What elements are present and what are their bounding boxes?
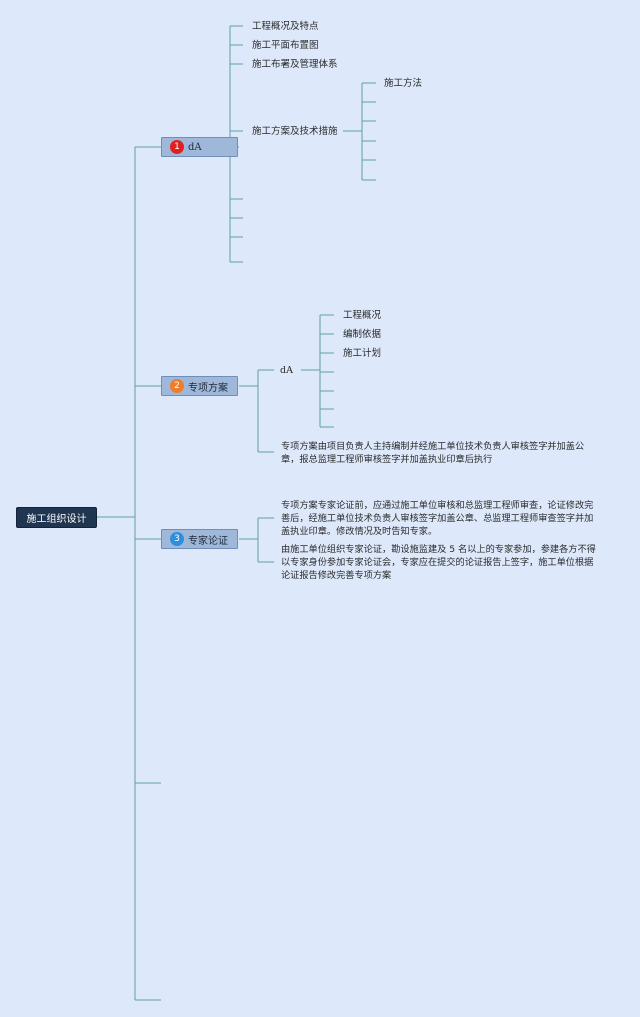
branch3-paragraph-1[interactable]: 专项方案专家论证前，应通过施工单位审核和总监理工程师审查，论证修改完善后，经施工… [281,500,594,537]
branch1-child[interactable]: 施工布署及管理体系 [252,59,338,70]
branch-label: dA [188,141,202,153]
branch2-item[interactable]: 编制依据 [343,329,382,340]
branch-node-1[interactable]: 1 dA [161,137,238,157]
number-badge-icon: 2 [170,379,184,393]
branch2-node[interactable]: dA [280,365,293,376]
branch3-paragraph-2[interactable]: 由施工单位组织专家论证，勘设施监建及 5 名以上的专家参加，参建各方不得以专家身… [281,544,596,581]
branch1-sub-child[interactable]: 施工方法 [384,78,423,89]
branch2-note[interactable]: 专项方案由项目负责人主持编制并经施工单位技术负责人审核签字并加盖公章，报总监理工… [281,441,585,465]
branch1-child[interactable]: 施工平面布置图 [252,40,319,51]
branch-label: 专家论证 [188,535,228,547]
branch2-item[interactable]: 施工计划 [343,348,382,359]
number-badge-icon: 3 [170,532,184,546]
number-badge-icon: 1 [170,140,184,154]
branch-node-3[interactable]: 3 专家论证 [161,529,238,549]
branch2-item[interactable]: 工程概况 [343,310,382,321]
root-label: 施工组织设计 [26,514,87,525]
root-node[interactable]: 施工组织设计 [16,507,97,528]
branch1-child[interactable]: 工程概况及特点 [252,21,319,32]
branch1-child[interactable]: 施工方案及技术措施 [252,126,338,137]
branch-label: 专项方案 [188,382,228,394]
branch-node-2[interactable]: 2 专项方案 [161,376,238,396]
